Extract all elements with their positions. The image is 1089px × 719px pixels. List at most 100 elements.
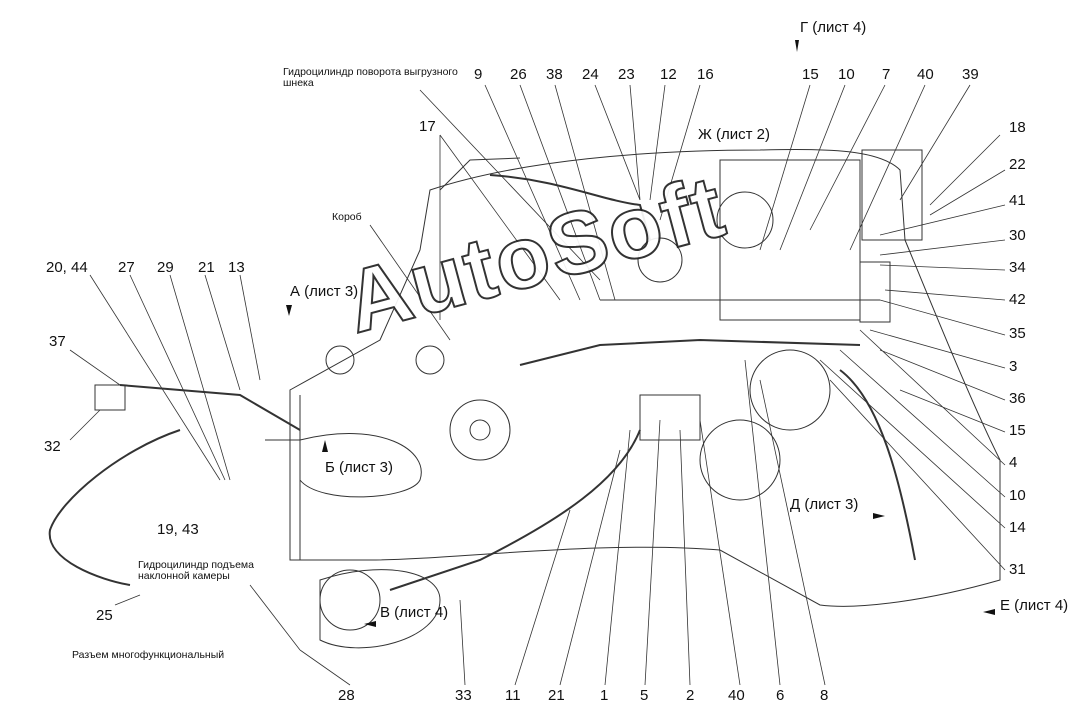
- label-19-43: 19, 43: [157, 521, 199, 538]
- hose-lower: [389, 429, 641, 591]
- body-top-contour: [439, 157, 880, 301]
- label-20-44: 20, 44: [46, 259, 88, 276]
- label-18: 18: [1009, 119, 1026, 136]
- leader-27-29-21: [129, 274, 241, 481]
- view-ref-g: Г (лист 4): [800, 19, 867, 36]
- leader-7: [809, 84, 886, 231]
- view-ref-b: Б (лист 3): [325, 459, 394, 476]
- leader-13: [239, 274, 261, 381]
- hose-left-mid: [119, 384, 301, 431]
- label-21-bottom: 21: [548, 687, 565, 704]
- tank-block: [861, 149, 923, 241]
- view-ref-zh: Ж (лист 2): [698, 126, 771, 143]
- label-15-right: 15: [1009, 422, 1026, 439]
- leader-cyl-auger: [419, 89, 601, 281]
- label-24: 24: [582, 66, 599, 83]
- hose-main-horizontal: [519, 338, 861, 366]
- label-5: 5: [640, 687, 649, 704]
- gear-left: [325, 345, 355, 375]
- label-42: 42: [1009, 291, 1026, 308]
- arrow-d: [873, 513, 885, 519]
- filter-unit: [859, 261, 891, 323]
- label-31: 31: [1009, 561, 1026, 578]
- label-8: 8: [820, 687, 829, 704]
- leader-box: [369, 224, 451, 341]
- label-7: 7: [882, 66, 891, 83]
- label-37: 37: [49, 333, 66, 350]
- label-39: 39: [962, 66, 979, 83]
- label-27: 27: [118, 259, 135, 276]
- leader-bottom-group: [299, 359, 826, 686]
- hose-right: [839, 369, 916, 561]
- leader-37: [69, 349, 121, 386]
- caption-connector: Разъем многофункциональный: [72, 649, 225, 661]
- pulley-3: [749, 349, 831, 431]
- label-33: 33: [455, 687, 472, 704]
- label-21-left: 21: [198, 259, 215, 276]
- pulley-4: [699, 419, 781, 501]
- caption-hydro-cyl-lift: Гидроцилиндр подъема наклонной камеры: [138, 559, 254, 582]
- label-14: 14: [1009, 519, 1026, 536]
- leader-9-26-38: [484, 84, 616, 301]
- arrow-g: [795, 40, 799, 52]
- wheel-left: [319, 569, 381, 631]
- label-10-right: 10: [1009, 487, 1026, 504]
- engine-block: [719, 159, 861, 321]
- leader-32: [69, 409, 101, 441]
- label-10-top: 10: [838, 66, 855, 83]
- valve-left: [94, 384, 126, 411]
- hose-top: [489, 174, 651, 241]
- label-13: 13: [228, 259, 245, 276]
- drum-2: [469, 419, 491, 441]
- label-4: 4: [1009, 454, 1018, 471]
- pulley-2: [716, 191, 774, 249]
- label-3: 3: [1009, 358, 1018, 375]
- label-23: 23: [618, 66, 635, 83]
- label-30: 30: [1009, 227, 1026, 244]
- label-11: 11: [505, 687, 521, 704]
- machine-outline: [289, 148, 1001, 607]
- leader-cyl-lift: [249, 584, 301, 651]
- label-40-bottom: 40: [728, 687, 745, 704]
- hose-left-loop: [48, 429, 181, 586]
- label-1: 1: [600, 687, 609, 704]
- label-26: 26: [510, 66, 527, 83]
- panel-b: [299, 433, 422, 498]
- label-29: 29: [157, 259, 174, 276]
- panel-v: [319, 569, 441, 649]
- label-15-top: 15: [802, 66, 819, 83]
- caption-box: Короб: [332, 211, 362, 223]
- leader-17: [439, 134, 561, 320]
- leader-20-44: [89, 274, 221, 481]
- gear-mid: [415, 345, 445, 375]
- leader-10-top: [779, 84, 846, 251]
- label-32: 32: [44, 438, 61, 455]
- arrow-b: [322, 440, 328, 452]
- label-25: 25: [96, 607, 113, 624]
- leader-24-23-12-16: [594, 84, 701, 221]
- label-22: 22: [1009, 156, 1026, 173]
- caption-hydro-cyl-auger: Гидроцилиндр поворота выгрузного шнека: [283, 66, 458, 89]
- leader-40-top: [849, 84, 926, 251]
- label-12: 12: [660, 66, 677, 83]
- leader-15-top: [759, 84, 811, 251]
- label-34: 34: [1009, 259, 1026, 276]
- arrow-v: [364, 621, 376, 627]
- label-35: 35: [1009, 325, 1026, 342]
- label-17: 17: [419, 118, 436, 135]
- pulley-1: [637, 237, 683, 283]
- label-6: 6: [776, 687, 785, 704]
- label-9: 9: [474, 66, 483, 83]
- leader-39: [899, 84, 971, 201]
- label-2: 2: [686, 687, 695, 704]
- label-16: 16: [697, 66, 714, 83]
- view-ref-e: Е (лист 4): [1000, 597, 1069, 614]
- label-41: 41: [1009, 192, 1026, 209]
- label-40-top: 40: [917, 66, 934, 83]
- view-ref-v: В (лист 4): [380, 604, 449, 621]
- valve-block: [639, 394, 701, 441]
- arrow-a: [286, 305, 292, 316]
- label-28: 28: [338, 687, 355, 704]
- leader-25: [114, 594, 141, 606]
